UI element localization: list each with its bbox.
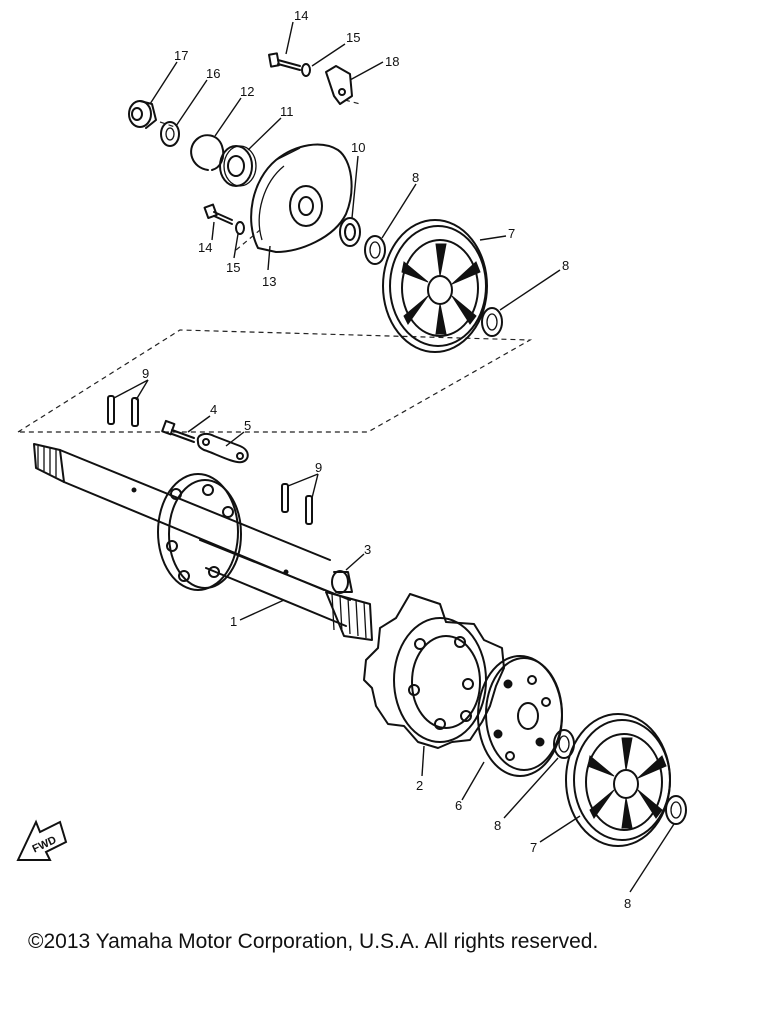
drive-axle-1 <box>33 443 373 641</box>
bracket-18 <box>325 65 353 105</box>
callout-1: 1 <box>230 614 237 629</box>
drive-sprocket-2 <box>363 593 505 749</box>
nut-17 <box>128 100 157 129</box>
link-plate-5 <box>196 433 249 464</box>
callout-15-upper: 15 <box>346 30 360 45</box>
callout-7-upper: 7 <box>508 226 515 241</box>
callout-numbers: 14 15 18 17 16 12 11 10 8 7 8 14 15 13 9… <box>142 8 631 911</box>
idler-wheel-7-lower <box>565 713 671 847</box>
oil-seal-10 <box>339 217 361 247</box>
washer-16 <box>160 121 180 147</box>
callout-15-lower: 15 <box>226 260 240 275</box>
fwd-direction-arrow: FWD <box>16 819 68 861</box>
bolt-4 <box>161 419 195 443</box>
lock-washer-15-lower <box>235 221 245 235</box>
axle-flange-wheel <box>157 473 242 591</box>
callout-16: 16 <box>206 66 220 81</box>
pin-9-upper <box>107 395 139 427</box>
callout-2: 2 <box>416 778 423 793</box>
idler-wheel-7-upper <box>382 219 488 353</box>
callout-3: 3 <box>364 542 371 557</box>
callout-8-upper-left: 8 <box>412 170 419 185</box>
callout-9-upper: 9 <box>142 366 149 381</box>
callout-10: 10 <box>351 140 365 155</box>
callout-12: 12 <box>240 84 254 99</box>
callout-11: 11 <box>280 104 294 119</box>
callout-4: 4 <box>210 402 217 417</box>
callout-17: 17 <box>174 48 188 63</box>
flange-plate-6 <box>477 655 563 777</box>
circlip-12 <box>190 134 225 171</box>
callout-8-upper-right: 8 <box>562 258 569 273</box>
bearing-11 <box>219 145 257 187</box>
callout-14-upper: 14 <box>294 8 308 23</box>
exploded-parts-diagram: FWD 14 15 18 17 16 12 <box>16 8 687 911</box>
callout-8-lower-right: 8 <box>624 896 631 911</box>
pin-9-lower <box>281 483 313 525</box>
callout-7-lower: 7 <box>530 840 537 855</box>
callout-leader-lines <box>113 21 675 893</box>
callout-5: 5 <box>244 418 251 433</box>
washer-8-lower-right <box>665 795 687 825</box>
callout-8-lower-left: 8 <box>494 818 501 833</box>
callout-18: 18 <box>385 54 399 69</box>
collar-3 <box>331 570 353 594</box>
assembly-guide-lines <box>17 99 533 433</box>
washer-8-upper-left <box>364 235 386 265</box>
copyright-notice: ©2013 Yamaha Motor Corporation, U.S.A. A… <box>28 930 599 953</box>
callout-14-lower: 14 <box>198 240 212 255</box>
lock-washer-15-upper <box>301 63 311 77</box>
callout-13: 13 <box>262 274 276 289</box>
callout-6: 6 <box>455 798 462 813</box>
bolt-14-lower <box>203 203 233 225</box>
bolt-14-upper <box>268 52 301 71</box>
callout-9-lower: 9 <box>315 460 322 475</box>
bearing-housing-13 <box>250 143 353 253</box>
washer-8-upper-right <box>481 307 503 337</box>
